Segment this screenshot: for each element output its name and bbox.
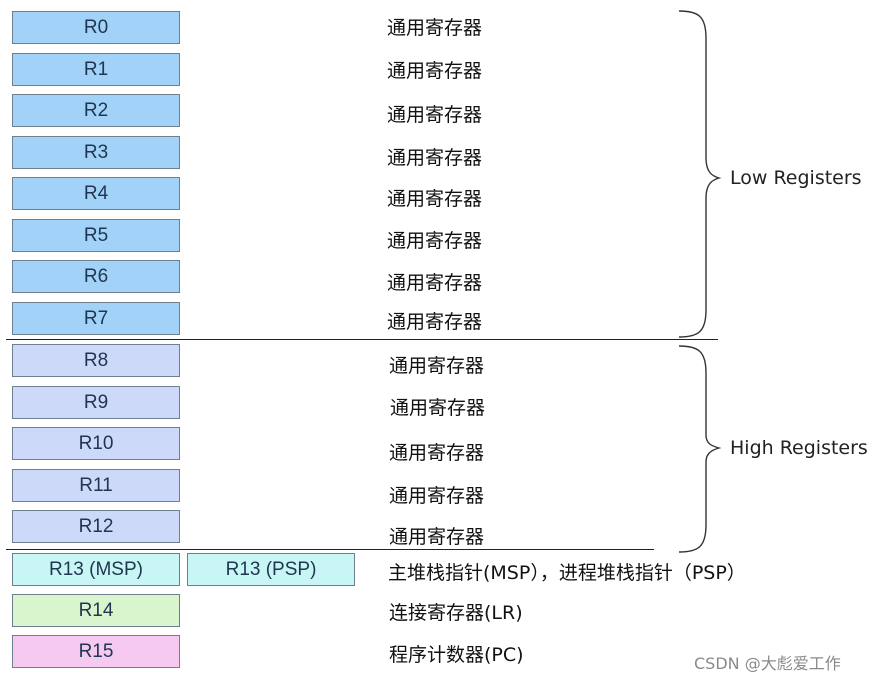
register-r14-desc: 连接寄存器(LR) <box>389 602 523 624</box>
register-r4: R4 <box>12 177 180 210</box>
high-registers-brace <box>678 345 722 553</box>
register-r11: R11 <box>12 469 180 502</box>
register-r3: R3 <box>12 136 180 169</box>
register-r7-desc: 通用寄存器 <box>387 311 483 333</box>
register-r8-desc: 通用寄存器 <box>389 355 485 377</box>
register-r5-desc: 通用寄存器 <box>387 230 483 252</box>
register-r11-desc: 通用寄存器 <box>389 485 485 507</box>
register-r13-desc: 主堆栈指针(MSP），进程堆栈指针（PSP） <box>388 562 746 584</box>
register-r9: R9 <box>12 386 180 419</box>
register-r6-desc: 通用寄存器 <box>387 272 483 294</box>
register-r2-desc: 通用寄存器 <box>387 104 483 126</box>
register-r1-desc: 通用寄存器 <box>387 60 483 82</box>
register-r13-psp: R13 (PSP) <box>187 553 355 586</box>
low-registers-label: Low Registers <box>730 167 862 189</box>
register-r10: R10 <box>12 427 180 460</box>
register-r15-desc: 程序计数器(PC) <box>389 644 524 666</box>
register-r4-desc: 通用寄存器 <box>387 188 483 210</box>
register-r5: R5 <box>12 219 180 252</box>
register-r0: R0 <box>12 11 180 44</box>
register-r3-desc: 通用寄存器 <box>387 147 483 169</box>
register-r7: R7 <box>12 302 180 335</box>
high-registers-label: High Registers <box>730 437 868 459</box>
low-high-divider <box>6 339 718 340</box>
register-r0-desc: 通用寄存器 <box>387 17 483 39</box>
register-r10-desc: 通用寄存器 <box>389 442 485 464</box>
register-r6: R6 <box>12 260 180 293</box>
register-r8: R8 <box>12 344 180 377</box>
register-r2: R2 <box>12 94 180 127</box>
low-registers-brace <box>678 10 722 338</box>
register-r1: R1 <box>12 53 180 86</box>
register-r9-desc: 通用寄存器 <box>390 397 486 419</box>
register-r12-desc: 通用寄存器 <box>389 526 485 548</box>
register-r14: R14 <box>12 594 180 627</box>
watermark: CSDN @大彪爱工作 <box>694 654 841 673</box>
register-r12: R12 <box>12 510 180 543</box>
register-r15: R15 <box>12 635 180 668</box>
register-r13-msp: R13 (MSP) <box>12 553 180 586</box>
high-special-divider <box>6 549 654 550</box>
